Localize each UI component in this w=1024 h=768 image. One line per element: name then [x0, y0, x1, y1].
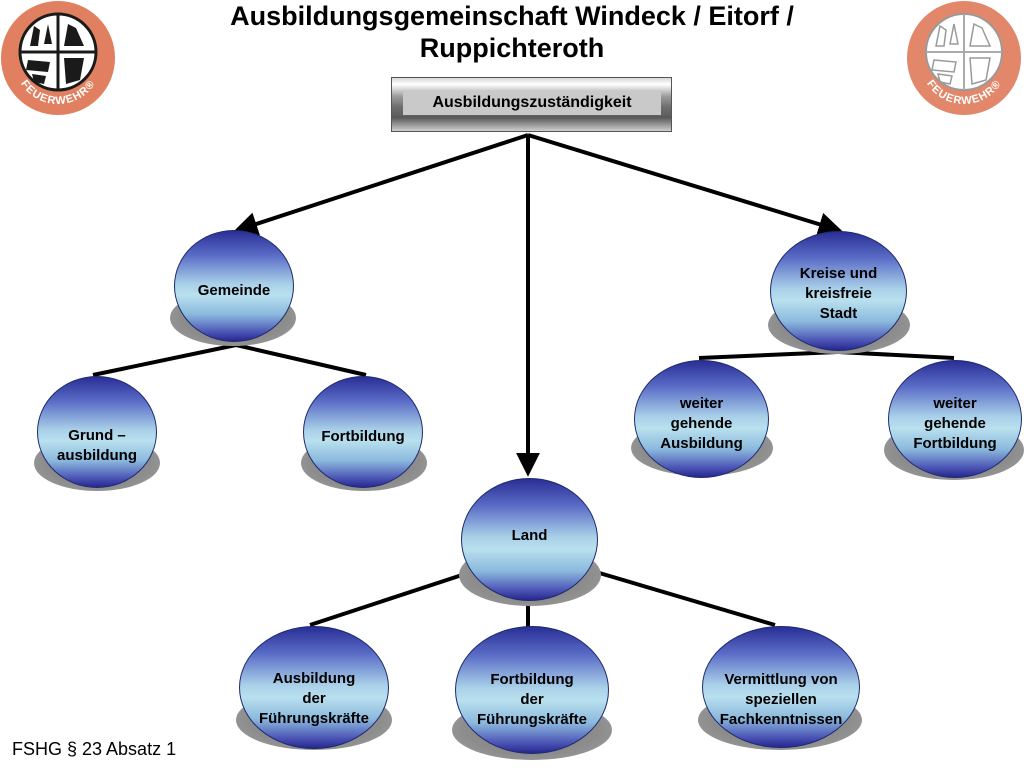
arrow-to-kreise [527, 133, 843, 236]
node-weiter-ausbildung [634, 360, 769, 478]
line-kreise-weiter-ausbildung [698, 350, 839, 360]
node-vermittlung [702, 626, 860, 748]
node-label-gemeinde: Gemeinde [197, 282, 271, 299]
node-kreise [770, 231, 907, 351]
rescue-icon [26, 60, 50, 84]
hose-icon [64, 58, 84, 84]
node-gemeinde [174, 230, 294, 342]
node-label-vermittlung: Vermittlung von speziellen Fachkenntniss… [719, 671, 843, 728]
node-land [461, 478, 598, 601]
ladder-icon [969, 22, 992, 47]
arrow-to-gemeinde [233, 133, 529, 236]
node-label-weiter-ausbildung: weiter gehende Ausbildung [660, 395, 743, 452]
node-label-grundausbildung: Grund – ausbildung [57, 427, 137, 464]
footnote: FSHG § 23 Absatz 1 [12, 739, 177, 759]
node-label-land: Land [511, 527, 548, 544]
rescue-icon [931, 59, 957, 85]
line-land-ausbildung-fk [309, 573, 463, 627]
root-label: Ausbildungszuständigkeit [403, 91, 661, 115]
node-label-kreise: Kreise und kreisfreie Stadt [799, 265, 878, 322]
line-land-vermittlung [595, 570, 776, 627]
node-fortbildung-fk [455, 626, 609, 754]
title-line-1: Ausbildungsgemeinschaft Windeck / Eitorf… [230, 1, 794, 31]
line-gemeinde-fortbildung [235, 343, 367, 377]
firefighter-icon [30, 24, 52, 46]
hose-icon [969, 57, 991, 85]
node-label-ausbildung-fk: Ausbildung der Führungskräfte [258, 670, 369, 727]
title-line-2: Ruppichteroth [419, 33, 605, 63]
node-fortbildung [303, 376, 423, 488]
node-label-weiter-fortbildung: weiter gehende Fortbildung [913, 395, 997, 452]
line-gemeinde-grund [92, 343, 237, 377]
node-grundausbildung [37, 376, 157, 488]
feuerwehr-logo-left: FEUERWEHR® [1, 1, 115, 115]
feuerwehr-logo-right: FEUERWEHR® [907, 1, 1021, 115]
page-title: Ausbildungsgemeinschaft Windeck / Eitorf… [150, 0, 874, 64]
node-label-fortbildung: Fortbildung [321, 428, 405, 445]
node-weiter-fortbildung [888, 360, 1022, 478]
ladder-icon [64, 24, 84, 46]
firefighter-icon [935, 23, 959, 47]
node-label-fortbildung-fk: Fortbildung der Führungskräfte [476, 671, 587, 728]
node-ausbildung-fk [239, 626, 389, 749]
